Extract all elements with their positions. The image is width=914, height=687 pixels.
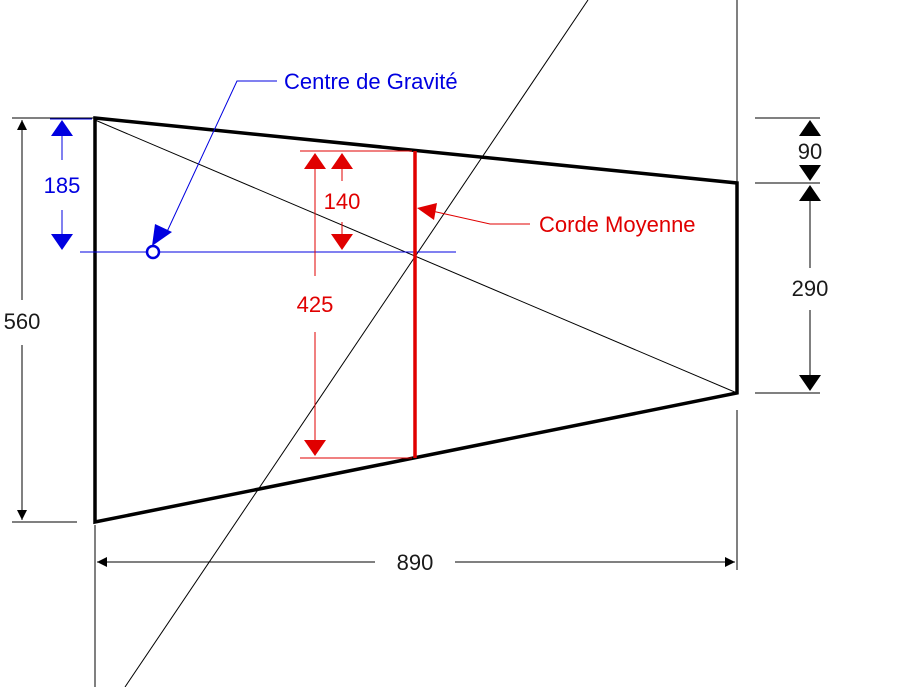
mac-offset-label: 140 <box>324 189 361 214</box>
tip-chord-label: 290 <box>792 276 829 301</box>
mac-offset-arrow-bottom <box>331 234 353 250</box>
construction-lines <box>12 0 820 687</box>
tip-chord-arrow-bottom <box>799 375 821 391</box>
tip-offset-dimension: 90 <box>798 120 822 181</box>
cg-leader-arrowhead <box>152 224 172 246</box>
cg-dimension-arrow-top <box>51 120 73 136</box>
centre-of-gravity: 185 Centre de Gravité <box>44 69 458 260</box>
construction-diagonal-1 <box>124 0 589 687</box>
mac-leader-line <box>431 210 530 225</box>
mac-length-label: 425 <box>297 292 334 317</box>
mean-aerodynamic-chord: 425 140 Corde Moyenne <box>297 150 696 459</box>
tip-offset-arrow-top <box>799 120 821 136</box>
span-dimension: 890 <box>97 550 735 575</box>
mac-leader-arrowhead <box>417 203 437 220</box>
root-chord-dimension: 560 <box>4 120 41 520</box>
wing-outline <box>93 116 739 525</box>
root-chord-label: 560 <box>4 309 41 334</box>
mac-offset-arrow-top <box>331 153 353 169</box>
mac-length-arrow-bottom <box>304 440 326 456</box>
tip-chord-arrow-top <box>799 185 821 201</box>
cg-distance-label: 185 <box>44 173 81 198</box>
span-label: 890 <box>397 550 434 575</box>
tip-offset-arrow-bottom <box>799 165 821 181</box>
cg-title: Centre de Gravité <box>284 69 458 94</box>
tip-chord-dimension: 290 <box>792 185 829 391</box>
mac-length-arrow-top <box>304 153 326 169</box>
mac-title: Corde Moyenne <box>539 212 696 237</box>
cg-leader-line <box>164 80 277 237</box>
cg-marker-icon <box>145 244 161 260</box>
tip-offset-label: 90 <box>798 139 822 164</box>
cg-dimension-arrow-bottom <box>51 234 73 250</box>
